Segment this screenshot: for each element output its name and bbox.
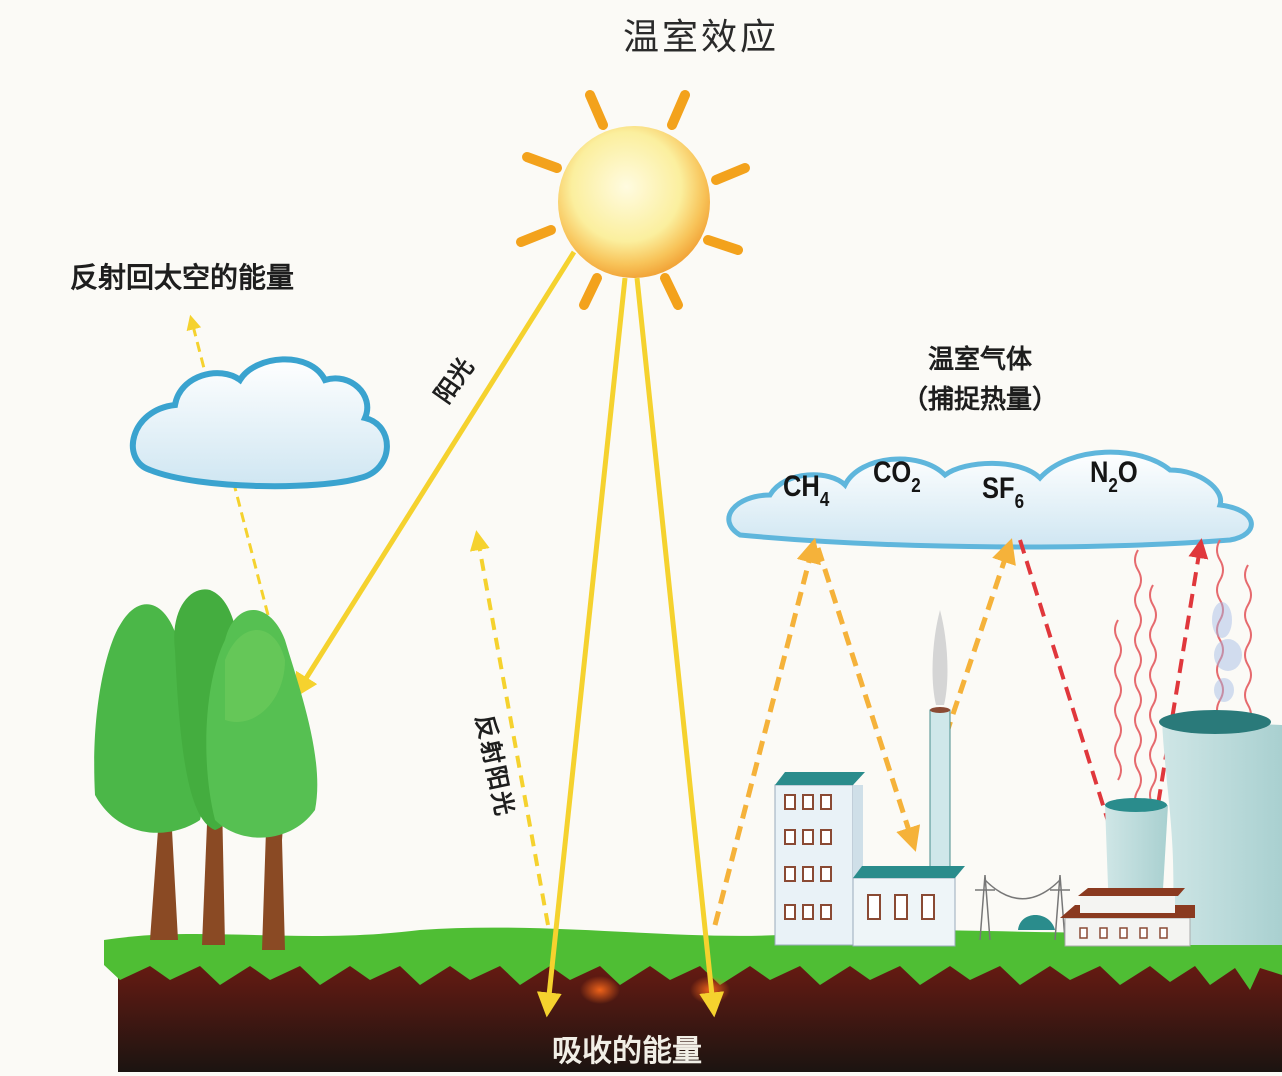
- greenhouse-gas-cloud: [726, 449, 1254, 550]
- greenhouse-gases-line2: （捕捉热量）: [901, 385, 1058, 415]
- sunlight-beams: [293, 250, 725, 1018]
- gas-symbol: SF: [982, 472, 1015, 505]
- gas-n2o: N2O: [1090, 456, 1138, 498]
- gas-subscript: 4: [819, 489, 830, 511]
- reflected-to-space-label: 反射回太空的能量: [70, 261, 295, 294]
- gas-co2: CO2: [873, 456, 921, 498]
- absorbed-energy-label: 吸收的能量: [552, 1034, 702, 1069]
- trapped-heat-orange-arrows: [712, 537, 1016, 926]
- gas-subscript: 2: [911, 475, 921, 497]
- greenhouse-gases-label: 温室气体 （捕捉热量）: [880, 340, 1080, 420]
- trees: [94, 589, 318, 950]
- gas-subscript: 2: [1108, 475, 1118, 497]
- gas-symbol: CO: [873, 456, 912, 489]
- gas-subscript: 6: [1014, 491, 1025, 513]
- gas-symbol: N: [1090, 456, 1109, 489]
- diagram-title: 温室效应: [622, 17, 779, 58]
- steam: [1212, 602, 1242, 702]
- ground: [104, 927, 1282, 1072]
- factory-buildings: [774, 610, 1282, 947]
- gas-symbol-suffix: O: [1117, 456, 1138, 489]
- gas-ch4: CH4: [783, 470, 829, 512]
- gas-sf6: SF6: [982, 472, 1024, 514]
- heat-waves: [1114, 539, 1252, 811]
- cloud-left: [129, 356, 390, 490]
- sun-icon: [516, 90, 750, 310]
- reflected-sunlight-arrow: [469, 530, 550, 926]
- gas-symbol: CH: [783, 470, 820, 503]
- greenhouse-gases-line1: 温室气体: [927, 345, 1032, 375]
